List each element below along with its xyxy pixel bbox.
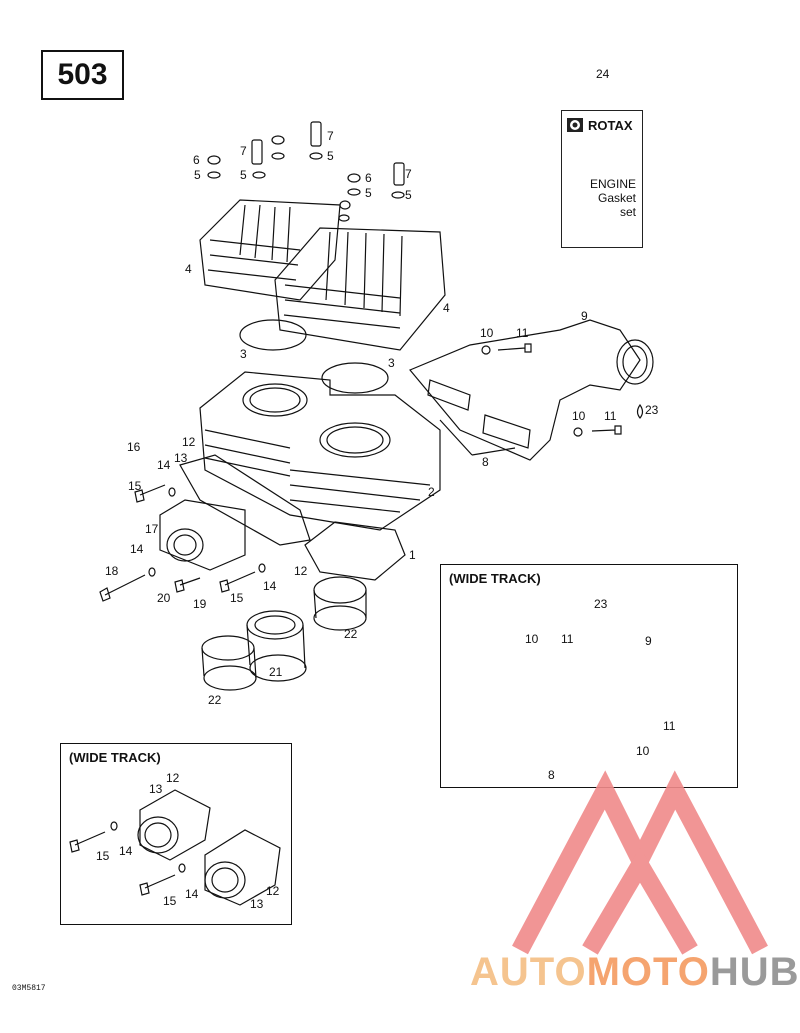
wide-track-intake-inset: (WIDE TRACK) [60, 743, 292, 925]
watermark-auto: AUTO [470, 950, 587, 994]
callout-label: 5 [240, 168, 247, 182]
stud-nuts [207, 121, 405, 222]
gasket-set-card: ROTAX ENGINE Gasket set [561, 110, 643, 248]
callout-label: 13 [250, 897, 264, 911]
callout-label: 9 [581, 309, 588, 323]
callout-label: 14 [157, 458, 171, 472]
callout-label: 23 [594, 597, 608, 611]
rotax-logo-icon [567, 118, 583, 132]
callout-label: 14 [119, 844, 133, 858]
callout-label: 17 [145, 522, 159, 536]
callout-label: 23 [645, 403, 659, 417]
callout-label: 12 [266, 884, 280, 898]
callout-label: 3 [388, 356, 395, 370]
callout-label: 11 [516, 326, 529, 340]
callout-label: 12 [166, 771, 180, 785]
watermark-hub: HUB [709, 950, 800, 994]
callout-label: 7 [327, 129, 334, 143]
callout-label: 13 [174, 451, 188, 465]
watermark-moto: MOTO [586, 950, 710, 994]
callout-label: 6 [193, 153, 200, 167]
watermark-text: AUTOMOTOHUB [470, 950, 800, 995]
part-code: 03M5817 [12, 984, 46, 993]
callout-label: 5 [327, 149, 334, 163]
card-number: 24 [596, 67, 610, 81]
callout-label: 18 [105, 564, 119, 578]
model-number: 503 [57, 58, 108, 91]
callout-label: 15 [163, 894, 177, 908]
head-gasket-right [321, 362, 389, 394]
exhaust-manifold [409, 319, 654, 461]
callout-label: 15 [128, 479, 142, 493]
exhaust-bolts [481, 343, 622, 437]
callout-label: 14 [130, 542, 144, 556]
callout-label: 11 [663, 719, 676, 733]
callout-label: 4 [185, 262, 192, 276]
intake-manifold [159, 454, 311, 571]
wide-track-intake-drawing [69, 789, 281, 906]
rotax-brand-text: ROTAX [588, 117, 633, 133]
callout-label: 4 [443, 301, 450, 315]
callout-label: 3 [240, 347, 247, 361]
intake-bolts [99, 484, 266, 602]
callout-label: 12 [294, 564, 308, 578]
leader-lines-8 [439, 419, 516, 456]
callout-label: 11 [561, 632, 574, 646]
callout-label: 5 [405, 188, 412, 202]
callout-label: 22 [344, 627, 358, 641]
exhaust-spring [636, 403, 644, 419]
callout-label: 10 [572, 409, 586, 423]
callout-label: 14 [263, 579, 277, 593]
callout-label: 16 [127, 440, 141, 454]
callout-label: 8 [482, 455, 489, 469]
boot-clamps [201, 576, 367, 691]
callout-label: 6 [365, 171, 372, 185]
wide-track-exhaust-title: (WIDE TRACK) [449, 571, 541, 586]
callout-label: 19 [193, 597, 207, 611]
callout-label: 21 [269, 665, 283, 679]
callout-label: 12 [182, 435, 196, 449]
callout-label: 13 [149, 782, 163, 796]
callout-label: 10 [480, 326, 494, 340]
gasket-card-line3: set [619, 205, 636, 219]
callout-label: 1 [409, 548, 416, 562]
callout-label: 5 [194, 168, 201, 182]
callout-label: 8 [548, 768, 555, 782]
wide-track-intake-title: (WIDE TRACK) [69, 750, 161, 765]
head-gasket-left [239, 319, 307, 351]
cylinder-head-right [274, 227, 446, 351]
callout-label: 9 [645, 634, 652, 648]
cylinder-head-left [199, 199, 341, 301]
callout-label: 10 [525, 632, 539, 646]
gasket-card-line1: ENGINE [589, 177, 636, 191]
callout-label: 10 [636, 744, 650, 758]
callout-label: 15 [96, 849, 110, 863]
cylinder-block [199, 371, 441, 531]
callout-label: 22 [208, 693, 222, 707]
callout-label: 2 [428, 485, 435, 499]
model-number-box: 503 [41, 50, 124, 100]
rotax-brand: ROTAX [566, 117, 633, 133]
callout-label: 15 [230, 591, 244, 605]
callout-label: 20 [157, 591, 171, 605]
carburetor-boot [246, 610, 307, 682]
callout-label: 5 [365, 186, 372, 200]
wide-track-exhaust-inset: (WIDE TRACK) [440, 564, 738, 788]
gasket-card-line2: Gasket [597, 191, 636, 205]
callout-label: 7 [240, 144, 247, 158]
callout-label: 7 [405, 167, 412, 181]
base-gasket [304, 521, 406, 581]
callout-label: 14 [185, 887, 199, 901]
gasket-card-text: ENGINE Gasket set [562, 177, 636, 219]
callout-label: 11 [604, 409, 617, 423]
